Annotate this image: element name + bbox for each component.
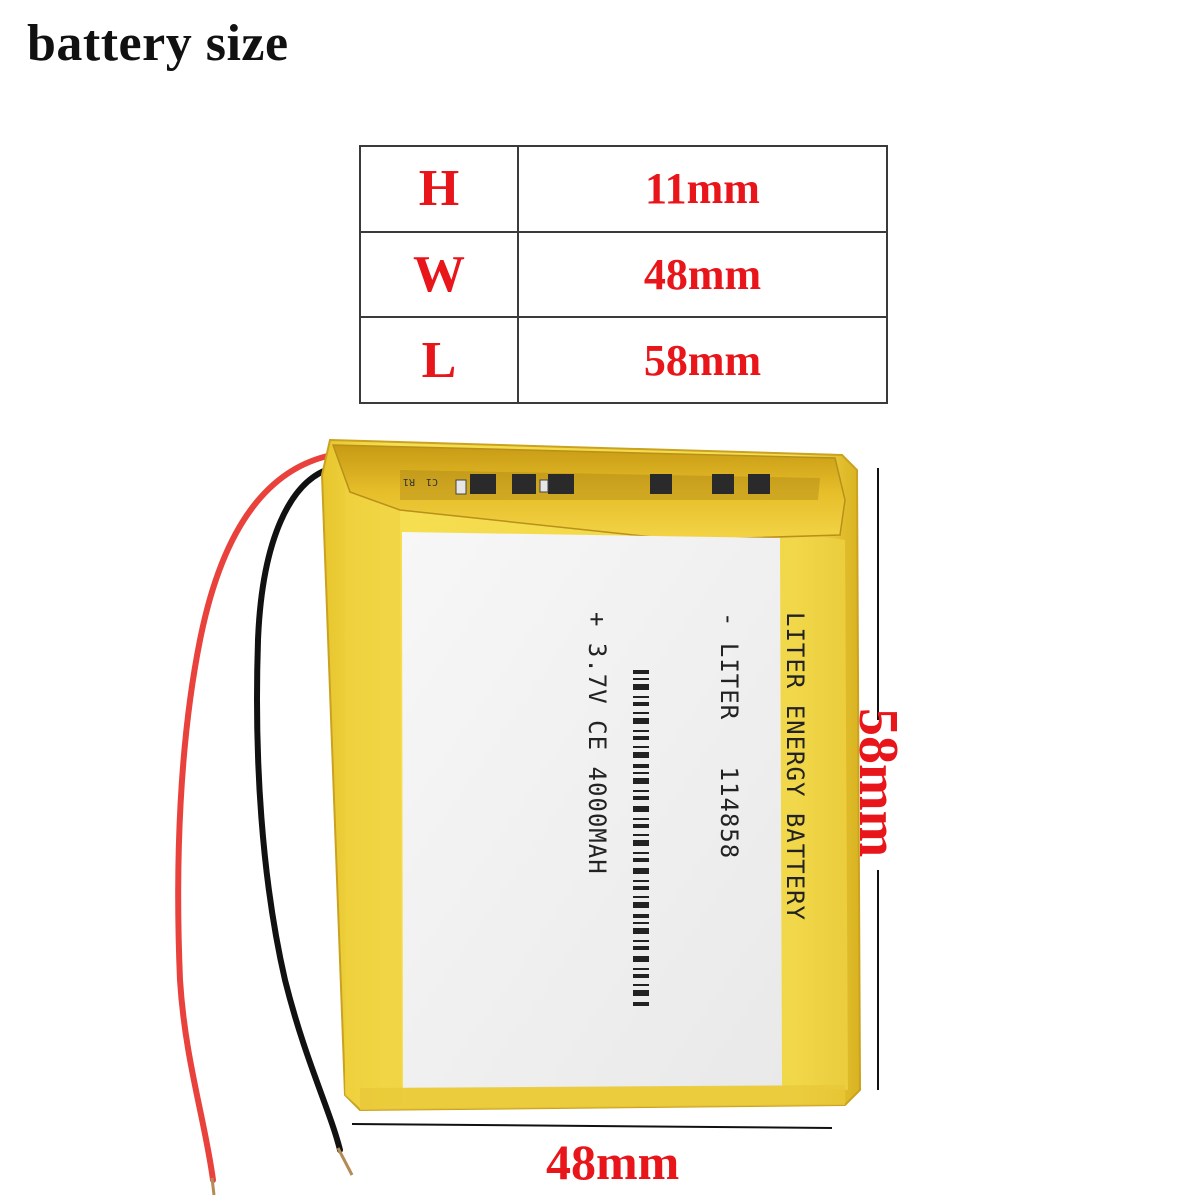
pcb-chip (650, 474, 672, 494)
pcb-strip (331, 444, 846, 541)
dimension-table: H 11mm W 48mm L 58mm (359, 145, 888, 404)
dimension-letter: L (359, 316, 519, 404)
label-line-spec: + 3.7V CE 4000MAH (583, 612, 611, 875)
page-title: battery size (27, 15, 289, 72)
barcode (633, 612, 673, 1006)
dimension-letter: W (359, 230, 519, 319)
cell-face (402, 532, 782, 1088)
dimension-value: 58mm (517, 316, 888, 404)
black-wire (254, 465, 343, 1153)
length-dimension-label: 58mm (847, 708, 909, 858)
dimension-letter: H (359, 145, 519, 233)
label-line-model: - LITER 114858 (715, 612, 743, 860)
dimension-row-width: W 48mm (359, 230, 888, 319)
pcb-resistor (539, 479, 549, 493)
red-wire (175, 452, 335, 1183)
pcb-chip (470, 474, 496, 494)
dimension-row-height: H 11mm (359, 145, 888, 233)
dimension-value: 11mm (517, 145, 888, 233)
pcb-mark-c1: C1 (426, 476, 438, 487)
width-measure-line (351, 1123, 833, 1129)
pcb-resistor (455, 479, 467, 495)
width-dimension-label: 48mm (546, 1134, 680, 1190)
pcb-chip (712, 474, 734, 494)
dimension-row-length: L 58mm (359, 316, 888, 404)
pcb-chip (548, 474, 574, 494)
pcb-mark-r1: R1 (403, 476, 415, 487)
pcb-chip (512, 474, 536, 494)
label-line-brand: LITER ENERGY BATTERY (781, 612, 809, 921)
dimension-value: 48mm (517, 230, 888, 319)
cell-printed-label: LITER ENERGY BATTERY - LITER 114858 + 3.… (564, 612, 850, 1006)
pcb-chip (748, 474, 770, 494)
